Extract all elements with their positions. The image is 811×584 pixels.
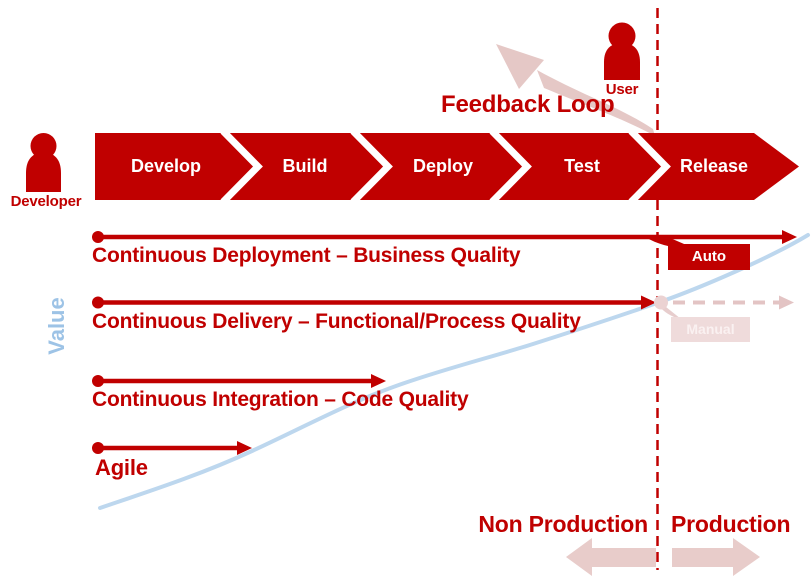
continuous-delivery-arrowhead-icon — [641, 295, 656, 310]
pipeline-chevron-band — [95, 133, 799, 200]
production-label: Production — [671, 511, 791, 537]
continuous-integration-label: Continuous Integration – Code Quality — [92, 388, 469, 411]
developer-icon — [26, 133, 61, 192]
boundary-handoff-dot — [654, 295, 668, 310]
continuous-integration-arrowhead-icon — [371, 374, 386, 388]
pipeline-stage-separators — [220, 133, 671, 200]
auto-badge: Auto — [668, 244, 750, 270]
continuous-deployment-label: Continuous Deployment – Business Quality — [92, 244, 521, 267]
maturity-arrows — [92, 230, 797, 455]
feedback-loop-label: Feedback Loop — [441, 91, 615, 118]
non-production-label: Non Production — [478, 511, 648, 537]
manual-badge: Manual — [671, 317, 750, 342]
feedback-loop-arrow-body — [537, 70, 655, 136]
production-arrow-icon — [672, 538, 760, 576]
stage-release-label: Release — [679, 156, 749, 176]
continuous-delivery-label: Continuous Delivery – Functional/Process… — [92, 310, 581, 333]
developer-label: Developer — [10, 193, 82, 210]
value-axis-label: Value — [44, 297, 69, 355]
stage-build-label: Build — [282, 156, 328, 176]
stage-deploy-label: Deploy — [412, 156, 473, 176]
user-label: User — [605, 81, 639, 98]
agile-arrowhead-icon — [237, 441, 252, 455]
user-icon — [604, 22, 640, 80]
non-production-arrow-icon — [566, 538, 656, 576]
stage-develop-label: Develop — [130, 156, 202, 176]
manual-deploy-arrowhead-icon — [779, 295, 794, 310]
stage-test-label: Test — [564, 156, 600, 176]
agile-label: Agile — [95, 455, 148, 480]
value-curve — [98, 233, 810, 510]
continuous-deployment-arrowhead-icon — [782, 230, 797, 244]
feedback-loop-arrowhead-icon — [496, 44, 544, 89]
